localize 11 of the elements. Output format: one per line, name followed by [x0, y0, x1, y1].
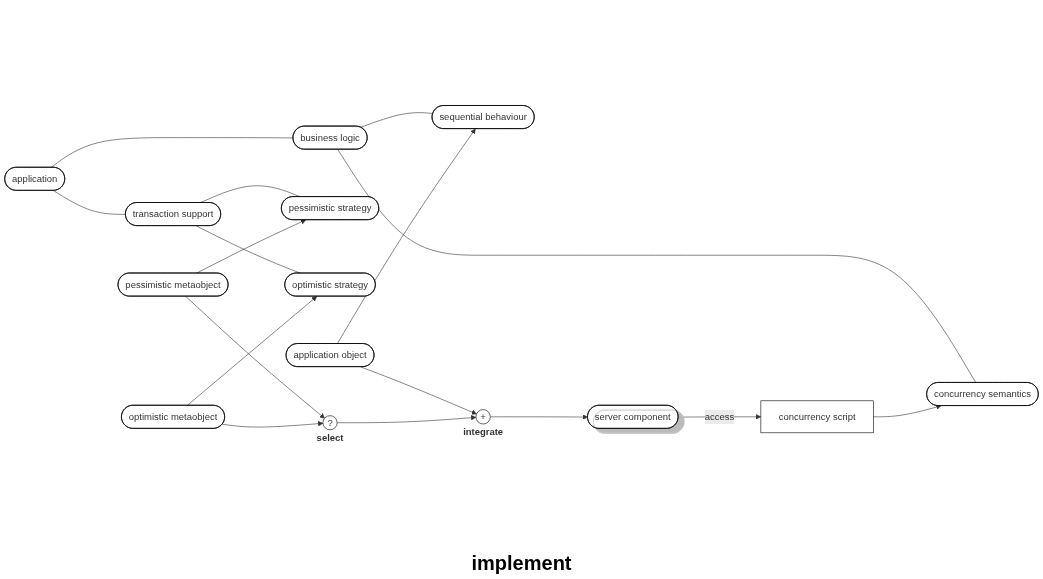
connector [337, 149, 977, 384]
node-caption: select [316, 431, 344, 443]
connector [50, 137, 294, 168]
node-box: concurrency script [760, 400, 874, 434]
node-circle: + [475, 409, 491, 425]
node-circle: ? [322, 415, 338, 431]
connector [360, 112, 434, 128]
node-caption: integrate [463, 425, 504, 437]
edge-label: access [704, 411, 735, 422]
connector [53, 190, 126, 215]
caption-label: implement [471, 552, 572, 575]
